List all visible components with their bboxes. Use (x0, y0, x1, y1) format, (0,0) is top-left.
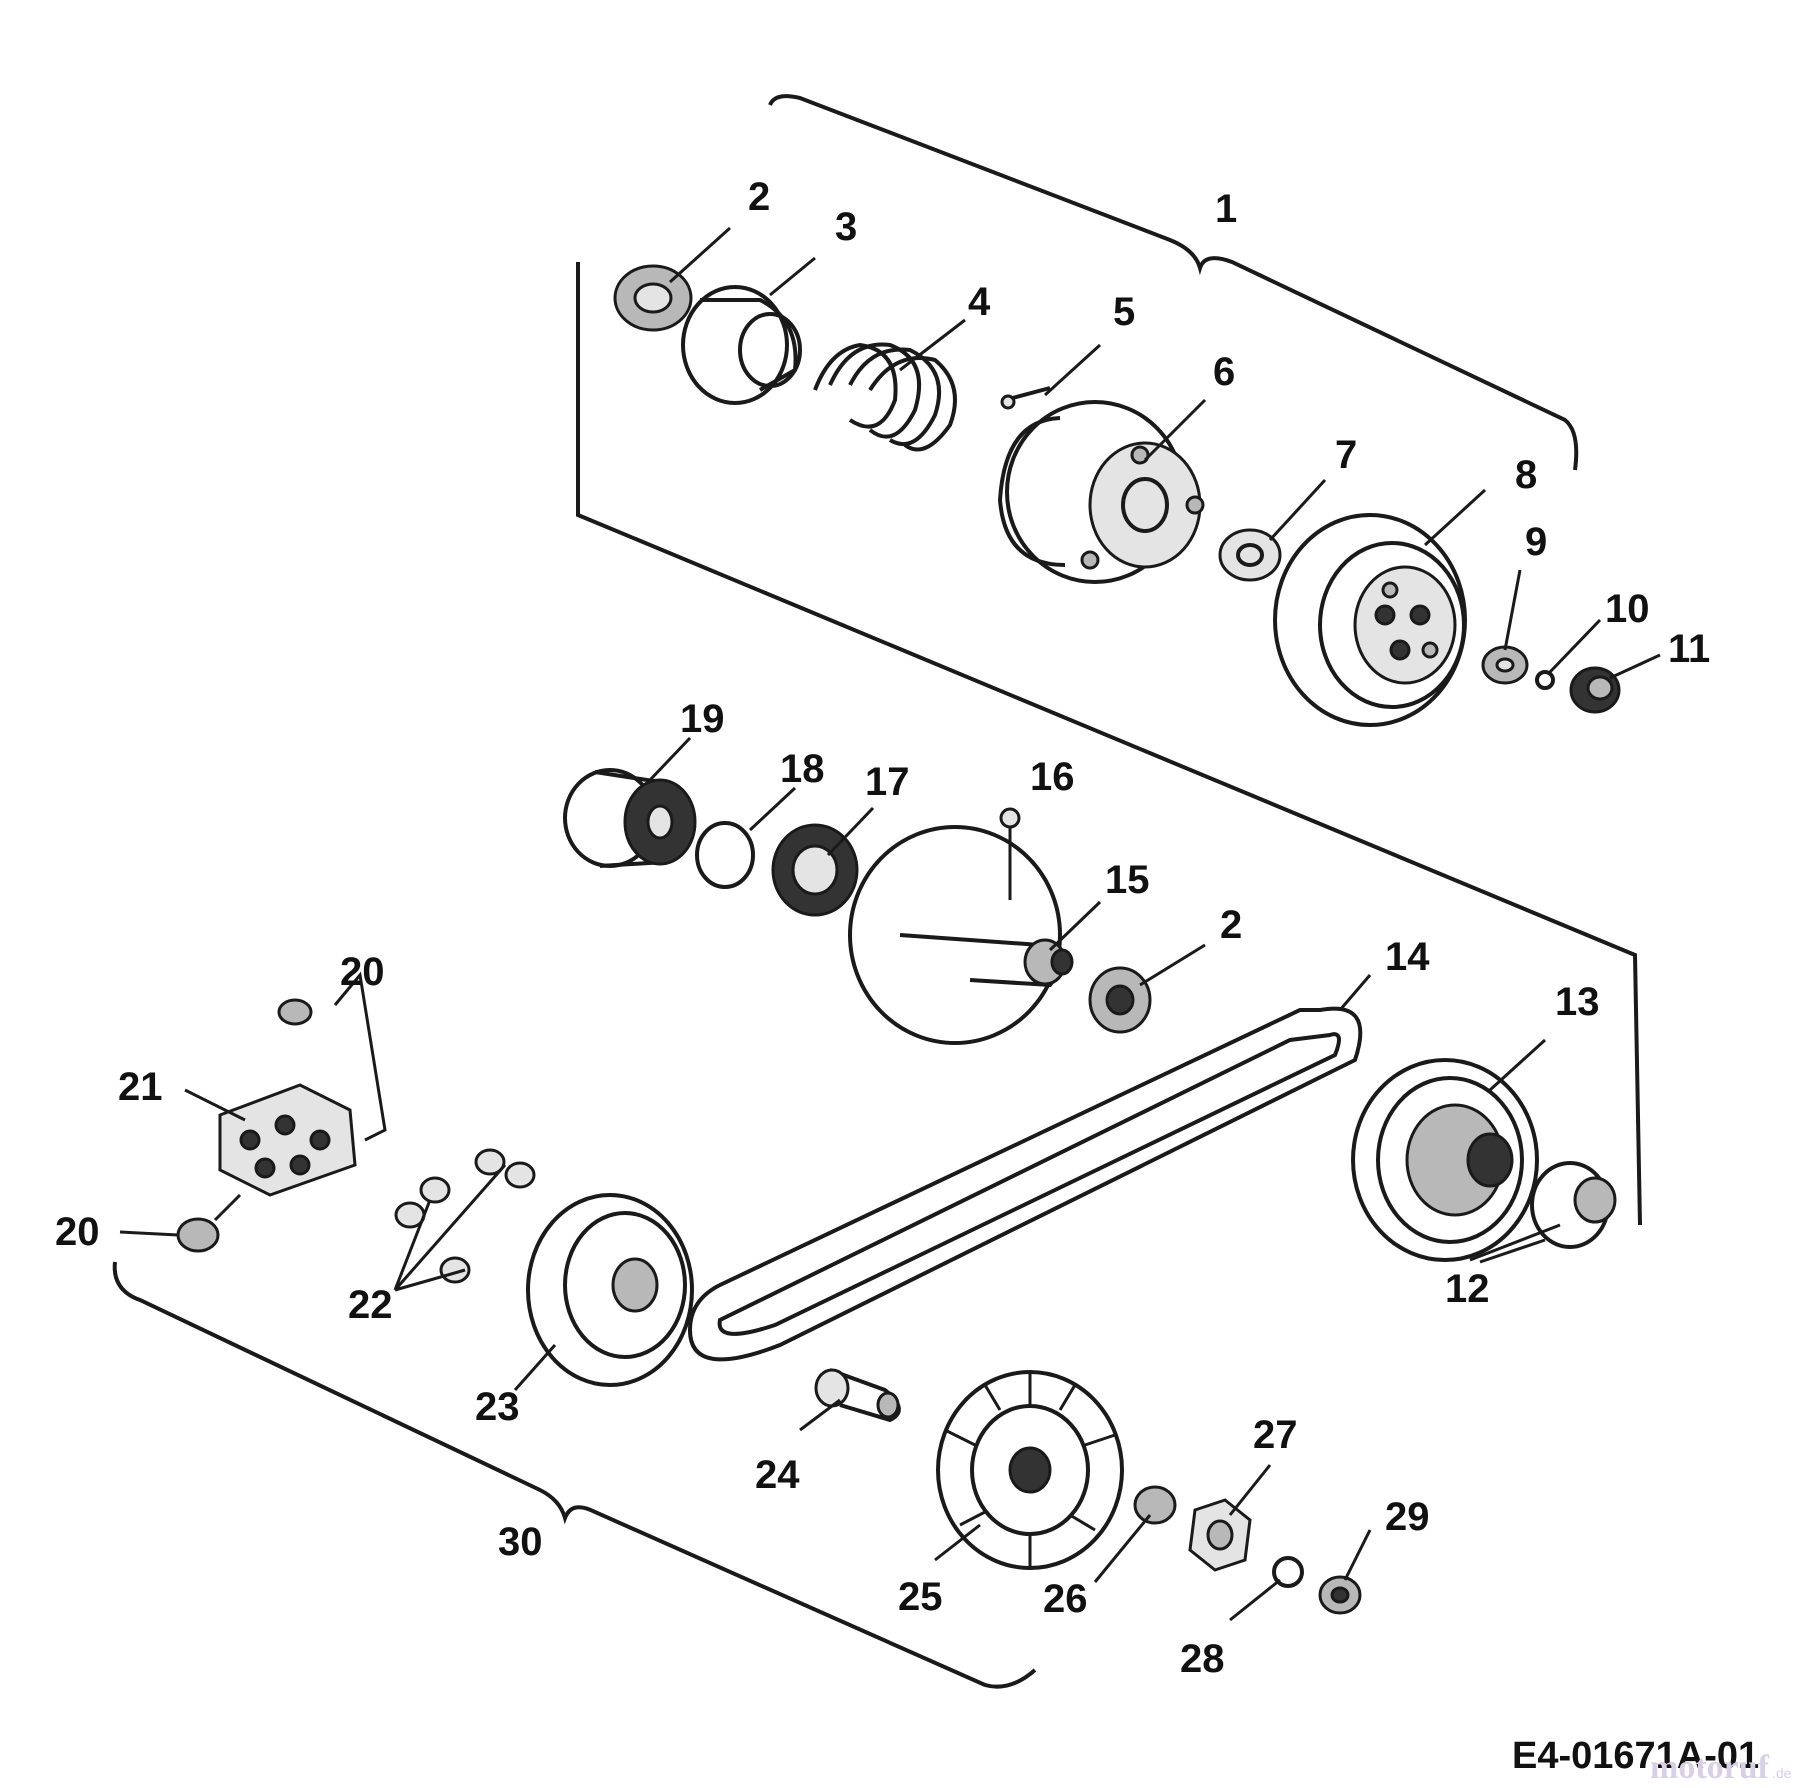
part-24-sleeve (814, 1368, 901, 1423)
part-3-sleeve (681, 285, 802, 405)
callout-10: 10 (1605, 587, 1650, 631)
callout-15: 15 (1105, 858, 1150, 902)
callout-23: 23 (475, 1385, 520, 1429)
assembly-frame-lower (112, 1261, 1037, 1689)
leader-lines (119, 226, 1661, 1622)
part-25-fan (936, 1370, 1124, 1570)
callout-24: 24 (755, 1453, 800, 1497)
callout-11: 11 (1668, 627, 1710, 671)
part-19-bearing (563, 768, 697, 868)
part-23-drive-pulley (526, 1193, 694, 1387)
callout-9: 9 (1525, 520, 1547, 564)
part-28-washer (1272, 1556, 1304, 1588)
callout-27: 27 (1253, 1413, 1298, 1457)
part-27-nut-plate (1188, 1498, 1252, 1572)
callout-22: 22 (348, 1283, 393, 1327)
part-26-washer (1133, 1485, 1177, 1525)
part-9-washer (1481, 645, 1529, 685)
part-2-bushing (613, 264, 693, 332)
callout-8: 8 (1515, 453, 1537, 497)
part-16-pin (999, 807, 1021, 900)
part-14-drive-belt (687, 1006, 1363, 1362)
part-22-rollers (394, 1148, 536, 1284)
watermark-suffix: .de (1772, 1765, 1792, 1781)
part-5-pin (1000, 386, 1051, 410)
callout-12: 12 (1445, 1267, 1490, 1311)
callout-28: 28 (1180, 1637, 1225, 1681)
callout-16: 16 (1030, 755, 1075, 799)
assembly-frame-upper (576, 94, 1642, 1226)
part-21-ramp-plate (218, 1083, 357, 1197)
callout-2: 2 (748, 175, 770, 219)
callout-13: 13 (1555, 980, 1600, 1024)
callout-6: 6 (1213, 350, 1235, 394)
callout-14: 14 (1385, 935, 1430, 979)
part-20b-slider (176, 1217, 220, 1253)
callout-30: 30 (498, 1520, 543, 1564)
callout-21: 21 (118, 1065, 163, 1109)
part-4-spring (813, 342, 957, 452)
part-12-collar (1530, 1161, 1617, 1249)
part-2b-bushing (1088, 966, 1152, 1034)
callout-19: 19 (680, 697, 725, 741)
callout-3: 3 (835, 205, 857, 249)
part-13-driven-pulley (1351, 1058, 1539, 1262)
part-6-clutch-housing (997, 400, 1205, 584)
part-8-clutch-drum (1273, 513, 1467, 727)
callout-labels: 1 2 3 4 5 6 7 8 9 10 11 12 13 14 15 16 1… (55, 175, 1710, 1681)
part-10-ring (1535, 670, 1555, 690)
part-7-washer (1218, 528, 1282, 582)
callout-5: 5 (1113, 290, 1135, 334)
part-18-circlip (695, 821, 755, 889)
part-20-slider (277, 998, 313, 1026)
callout-2b: 2 (1220, 903, 1242, 947)
watermark-logo: motoruf (1650, 1749, 1770, 1786)
callout-4: 4 (968, 280, 991, 324)
callout-26: 26 (1043, 1577, 1088, 1621)
callout-20: 20 (340, 950, 385, 994)
callout-20b: 20 (55, 1210, 100, 1254)
part-15-pulley-hub (848, 825, 1074, 1045)
callout-18: 18 (780, 747, 825, 791)
callout-25: 25 (898, 1575, 943, 1619)
part-11-nut (1569, 666, 1621, 714)
callout-17: 17 (865, 760, 910, 804)
callout-1: 1 (1215, 187, 1237, 231)
part-29-nut (1318, 1575, 1362, 1615)
diagram-code: E4-01671A-01 (1512, 1735, 1759, 1777)
callout-29: 29 (1385, 1495, 1430, 1539)
callout-7: 7 (1335, 433, 1357, 477)
